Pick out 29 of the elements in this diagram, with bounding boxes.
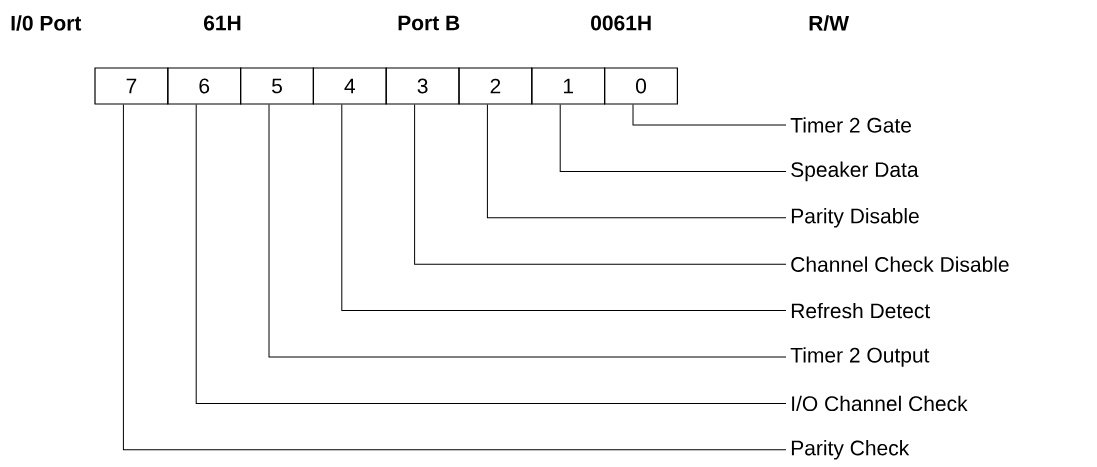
bit-cell: 5 bbox=[240, 67, 314, 105]
bit-cell: 6 bbox=[167, 67, 242, 105]
leader-line bbox=[195, 104, 787, 404]
bit-cell: 7 bbox=[94, 67, 169, 105]
leader-line bbox=[122, 104, 787, 451]
leader-line bbox=[414, 104, 787, 265]
header-text: Port B bbox=[398, 15, 460, 31]
bit-label: Channel Check Disable bbox=[791, 256, 1009, 272]
leader-line bbox=[486, 104, 787, 219]
bit-label: Speaker Data bbox=[791, 161, 919, 182]
leader-line bbox=[268, 104, 787, 358]
bit-label: Timer 2 Gate bbox=[790, 117, 911, 133]
leader-line bbox=[559, 104, 787, 172]
leader-line bbox=[341, 104, 787, 312]
bit-cell: 0 bbox=[604, 67, 678, 105]
bit-label: Parity Disable bbox=[791, 208, 919, 228]
header-text: 61H bbox=[203, 15, 241, 31]
header-text: R/W bbox=[809, 15, 849, 31]
bit-label: I/O Channel Check bbox=[792, 395, 968, 412]
bit-label: Parity Check bbox=[791, 440, 910, 460]
bit-cell: 2 bbox=[458, 67, 533, 105]
bit-label: Refresh Detect bbox=[791, 302, 931, 319]
header-text: 0061H bbox=[591, 15, 651, 31]
bit-cell: 4 bbox=[312, 67, 387, 105]
bit-cell: 3 bbox=[385, 67, 460, 105]
bit-cell: 1 bbox=[531, 67, 606, 105]
bit-label: Timer 2 Output bbox=[790, 347, 930, 367]
leader-line bbox=[632, 104, 787, 126]
header-text: I/0 Port bbox=[11, 15, 82, 31]
